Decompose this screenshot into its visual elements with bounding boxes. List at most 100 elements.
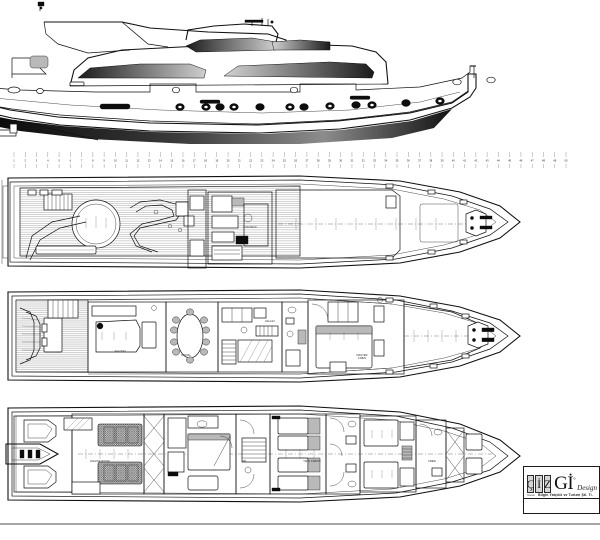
lobby-locker [285,349,301,367]
logo-glyph-1: Ç [527,476,535,491]
saloon-sofa [95,319,141,353]
stair-treads [47,194,69,210]
stbd-walkway [88,367,393,375]
head-cabinet [297,329,307,345]
twin-bed-4 [277,475,309,491]
jetski-stbd-inner [27,469,53,485]
head-basin-icon [287,306,297,314]
ensuite-wc-2 [345,463,357,473]
station-number: 15 [170,159,173,163]
main-anchor-chain-1 [481,327,495,332]
ensuite-door-2 [329,443,343,457]
seat-ribs [21,317,41,351]
anchor-chain-1 [479,215,493,220]
ensuite-basin-2 [347,480,357,488]
station-number: 33 [373,159,376,163]
master-lamp-icon [377,297,383,303]
hull-outline [0,73,477,134]
station-number: 22 [249,159,252,163]
helm-dash [211,215,239,229]
crew-bunk-upper [363,419,399,447]
antifouling-band [0,109,452,144]
main-bollard-1 [472,328,476,332]
ensuite-wc-1 [345,435,357,445]
logo-glyph-box-2: İ [535,475,543,493]
wetbar-counter [129,199,183,253]
arch-foot-aft [189,195,205,211]
arch-base-structure [187,189,207,269]
logo-glyph-box-1: Ç [527,475,535,493]
station-number: 45 [508,159,511,163]
jetski-stbd [23,465,57,489]
crew-ladder-rungs [402,448,412,459]
master-nightstand-2 [373,339,385,357]
station-number: 25 [283,159,286,163]
main-label-saloon: SALOON [114,350,125,353]
station-number: 3 [36,159,38,163]
station-number: 11 [125,159,128,163]
station-number: 41 [463,159,466,163]
company-name: Bilgin Yatçılık ve Turizm Şti. Ti. [538,493,593,497]
hardtop-support-fwd [121,21,169,48]
vip-door-swing [219,435,233,449]
masthead-light-icon [37,1,45,7]
station-number: 13 [148,159,151,163]
station-number: 10 [114,159,117,163]
wetbar-counter-inner [129,204,175,253]
console-instrument [231,197,245,207]
main-label-dining: DINING [181,354,190,357]
station-number: 17 [193,159,196,163]
bar-cabinet [183,215,195,227]
lobby-door-swing-2 [239,473,255,489]
radar-arch-aft [29,55,49,69]
passerelle [13,119,99,141]
station-number: 8 [92,159,94,163]
deck-locker-1 [27,189,37,196]
bar-fixture-icon [167,223,173,229]
station-number: 34 [384,159,387,163]
sundeck-hull-plan [7,175,521,269]
deck-locker-2 [39,189,49,196]
deck-locker-3 [51,189,63,196]
sundeck-forward-pad [275,189,401,259]
logo-wordmark: Gİ° [554,474,575,493]
cleat-row-sun [385,183,468,261]
vip-basin-icon [196,420,208,428]
station-number: 16 [182,159,185,163]
porthole-row [175,97,445,111]
engine-frame-ticks [85,449,129,459]
crew-wc-icon [431,467,443,477]
maindeck-stair-treads [52,300,74,318]
engine-hatch-hatching [65,417,91,431]
owner-caption: Owner [527,494,536,497]
bridge-windscreen [271,39,331,51]
main-label-master2: CABIN [358,357,366,360]
fwd-locker-1 [465,433,483,451]
vip-headboard [187,433,231,441]
logo-row: Ç İ Z Gİ° Design [524,467,599,493]
port-walkway [87,297,393,305]
bollard-2 [470,226,474,230]
station-number: 37 [418,159,421,163]
station-number: 50 [565,159,568,163]
saloon-lamp-icon [96,322,104,330]
crew-ladder [401,445,413,461]
master-sofa [327,301,359,323]
twin-nightstand-1 [307,417,321,435]
lower-label-vip: VIP [242,460,247,463]
bar-fixture-icon-2 [177,227,183,233]
galley-fridge [253,307,267,319]
station-number: 46 [519,159,522,163]
bulkhead-x-brace-aft [143,415,165,493]
vip-vanity [167,471,179,477]
radar-scanner [244,19,264,23]
twin-frame-ticks [285,449,315,459]
vip-wardrobe [167,417,187,449]
jetski-port-inner [27,423,53,439]
view-sun-deck: SUN DECK [1,175,521,269]
dining-chairs [170,308,210,364]
station-number: 18 [204,159,207,163]
upperdeck-base [69,83,389,87]
